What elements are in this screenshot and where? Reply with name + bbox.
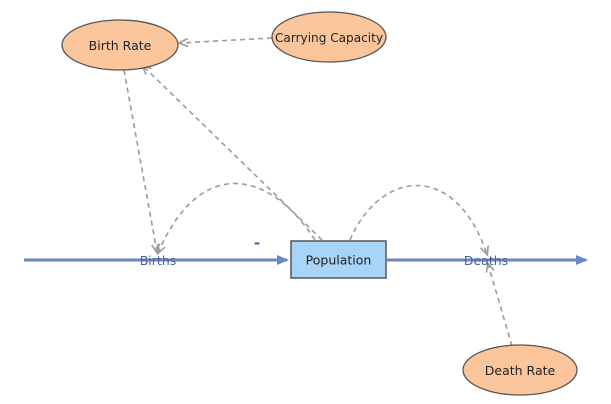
variable-birth-rate[interactable]: Birth Rate xyxy=(61,19,179,71)
variable-birth-rate-label: Birth Rate xyxy=(89,38,152,53)
flow-births-label[interactable]: Births xyxy=(140,253,177,268)
link-population-to-birth-rate[interactable] xyxy=(143,66,323,241)
flow-deaths-label[interactable]: Deaths xyxy=(464,253,508,268)
link-population-to-deaths[interactable] xyxy=(349,184,487,254)
variable-death-rate[interactable]: Death Rate xyxy=(462,344,578,396)
stock-population[interactable]: Population xyxy=(290,240,387,279)
variable-carrying-capacity-label: Carrying Capacity xyxy=(275,30,384,45)
link-birth-rate-to-births[interactable] xyxy=(123,69,157,252)
variable-carrying-capacity[interactable]: Carrying Capacity xyxy=(271,11,387,63)
polarity-sign: - xyxy=(254,234,260,252)
link-carrying-capacity-to-birth-rate[interactable] xyxy=(180,37,273,43)
stock-population-label: Population xyxy=(306,253,372,268)
link-population-to-births[interactable] xyxy=(158,182,316,253)
link-death-rate-to-deaths[interactable] xyxy=(488,264,513,347)
variable-death-rate-label: Death Rate xyxy=(485,363,556,378)
